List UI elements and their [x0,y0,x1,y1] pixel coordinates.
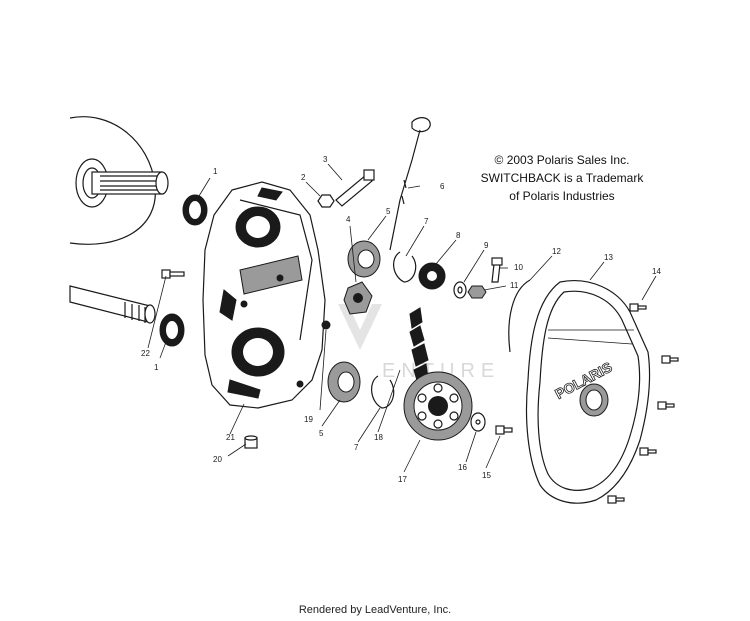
callout-6: 6 [440,182,445,191]
callout-12: 12 [552,247,561,256]
bearing-lower [327,361,361,403]
snap-ring-upper [393,251,417,283]
nut-19 [321,320,331,330]
callout-11: 11 [510,281,519,290]
callout-9: 9 [484,241,489,250]
callout-20: 20 [213,455,222,464]
copyright-line: © 2003 Polaris Sales Inc. [495,153,630,167]
drain-plug [244,435,258,449]
callout-4: 4 [346,215,351,224]
callout-13: 13 [604,253,613,262]
chaincase-housing [202,181,326,409]
shaft-pin [335,169,375,207]
callout-15: 15 [482,471,491,480]
seal-upper [182,194,208,226]
callout-17: 17 [398,475,407,484]
callout-1-lower: 1 [154,363,159,372]
drive-shaft [69,285,156,324]
callout-labels: 1 1 2 3 4 5 5 6 7 7 8 9 10 11 12 13 14 1… [141,155,661,484]
callout-10: 10 [514,263,523,272]
footer-credit: Rendered by LeadVenture, Inc. [299,604,451,616]
trademark-line-2: of Polaris Industries [509,189,614,203]
cover-bolts [607,303,679,504]
nut-2 [317,194,335,208]
callout-5-upper: 5 [386,207,391,216]
callout-7-lower: 7 [354,443,359,452]
copyright-notice: © 2003 Polaris Sales Inc. SWITCHBACK is … [481,153,645,203]
bearing-upper [347,240,381,278]
callout-14: 14 [652,267,661,276]
washer-9 [453,281,467,299]
callout-19: 19 [304,415,313,424]
nut-11 [467,285,487,299]
trademark-line-1: SWITCHBACK is a Trademark [481,171,645,185]
driven-gear [403,371,473,441]
leader-lines [147,163,657,473]
chain-tensioner [343,281,373,315]
washer-16 [470,412,486,432]
callout-1-upper: 1 [213,167,218,176]
bolt-22 [161,269,185,279]
driven-clutch-sheave [69,116,169,245]
callout-21: 21 [226,433,235,442]
watermark-text: ENTURE [382,360,500,382]
callout-16: 16 [458,463,467,472]
callout-2: 2 [301,173,306,182]
callout-8: 8 [456,231,461,240]
seal-lower [159,313,185,347]
callout-18: 18 [374,433,383,442]
leadventure-watermark: ENTURE [338,304,500,382]
callout-22: 22 [141,349,150,358]
drive-sprocket [418,262,446,290]
bolt-10 [491,257,503,283]
chaincase-cover: POLARIS [525,280,651,504]
callout-5-lower: 5 [319,429,324,438]
gasket [508,279,531,353]
callout-3: 3 [323,155,328,164]
dipstick [389,117,431,251]
bolt-15 [495,425,513,435]
snap-ring-lower [371,375,395,409]
callout-7-upper: 7 [424,217,429,226]
